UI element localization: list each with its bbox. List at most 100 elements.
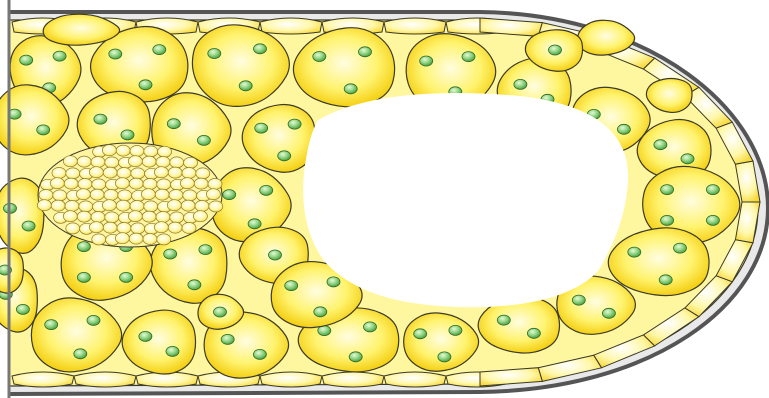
nucleus <box>37 125 50 135</box>
small-cell <box>92 234 106 245</box>
small-cell <box>91 157 105 168</box>
small-cell <box>168 222 182 233</box>
nucleus <box>497 315 510 325</box>
small-cell <box>156 157 170 168</box>
small-cell <box>131 168 145 179</box>
small-cell <box>92 179 106 190</box>
nucleus <box>199 245 212 255</box>
nucleus <box>364 322 377 332</box>
nucleus <box>438 352 451 362</box>
nucleus <box>121 130 134 140</box>
small-cell-cluster <box>37 143 222 247</box>
small-cell <box>116 200 130 211</box>
small-cell <box>194 178 208 189</box>
small-cell <box>78 179 92 190</box>
nucleus <box>20 55 33 65</box>
nucleus <box>288 119 301 129</box>
nucleus <box>94 114 107 124</box>
small-cell <box>180 178 194 189</box>
nucleus <box>22 221 35 231</box>
nucleus <box>164 249 177 259</box>
nucleus <box>74 349 87 359</box>
small-cell <box>143 179 157 190</box>
small-cell <box>131 223 145 234</box>
small-cell <box>89 167 103 178</box>
nucleus <box>449 325 462 335</box>
nucleus <box>16 304 29 314</box>
nucleus <box>572 295 585 305</box>
nucleus <box>221 334 234 344</box>
small-cell <box>144 201 158 212</box>
small-cell <box>170 212 184 223</box>
small-cell <box>63 211 77 222</box>
small-cell <box>115 233 129 244</box>
small-cell <box>37 200 51 211</box>
small-cell <box>116 145 130 156</box>
nucleus <box>414 329 427 339</box>
nucleus <box>527 328 540 338</box>
flat-cell <box>322 372 384 387</box>
small-cell <box>89 222 103 233</box>
small-cell <box>39 190 53 201</box>
central-cavity <box>303 93 628 307</box>
nucleus <box>197 135 210 145</box>
small-cell <box>208 179 222 190</box>
small-cell <box>52 168 66 179</box>
small-cell <box>103 222 117 233</box>
small-cell <box>130 146 144 157</box>
small-cell <box>142 211 156 222</box>
small-cell <box>102 200 116 211</box>
nucleus <box>549 45 562 55</box>
small-cell <box>155 189 169 200</box>
nucleus <box>661 185 674 195</box>
large-cell <box>0 178 44 253</box>
nucleus <box>313 52 326 62</box>
nucleus <box>45 320 58 330</box>
small-cell <box>115 178 129 189</box>
small-cell <box>130 201 144 212</box>
nucleus <box>420 56 433 66</box>
small-cell <box>181 200 195 211</box>
nucleus <box>602 308 615 318</box>
small-cell <box>64 178 78 189</box>
small-cell <box>128 156 142 167</box>
nucleus <box>254 44 267 54</box>
nucleus <box>53 51 66 61</box>
small-cell <box>66 168 80 179</box>
small-cell <box>206 189 220 200</box>
small-cell <box>142 156 156 167</box>
nucleus <box>462 52 475 62</box>
nucleus <box>77 272 90 282</box>
small-cell <box>182 168 196 179</box>
small-cell <box>50 178 64 189</box>
nucleus <box>269 250 282 260</box>
nucleus <box>278 151 291 161</box>
nucleus <box>153 45 166 55</box>
nucleus <box>349 352 362 362</box>
flat-cell <box>384 18 446 34</box>
small-cell <box>103 167 117 178</box>
small-cell <box>117 223 131 234</box>
small-cell <box>102 145 116 156</box>
small-cell <box>51 200 65 211</box>
nucleus <box>139 80 152 90</box>
nucleus <box>239 81 252 91</box>
nucleus <box>188 280 201 290</box>
nucleus <box>167 119 180 129</box>
nucleus <box>674 243 687 253</box>
flat-cell <box>74 372 136 387</box>
nucleus <box>120 272 133 282</box>
small-cell <box>117 168 131 179</box>
small-cell <box>193 211 207 222</box>
nucleus <box>654 140 667 150</box>
nucleus <box>248 219 261 229</box>
small-cell <box>105 157 119 168</box>
nucleus <box>260 185 273 195</box>
nucleus <box>87 315 100 325</box>
small-cell <box>129 178 143 189</box>
small-cell <box>90 189 104 200</box>
small-cell <box>105 212 119 223</box>
nucleus <box>661 215 674 225</box>
small-cell <box>184 157 198 168</box>
